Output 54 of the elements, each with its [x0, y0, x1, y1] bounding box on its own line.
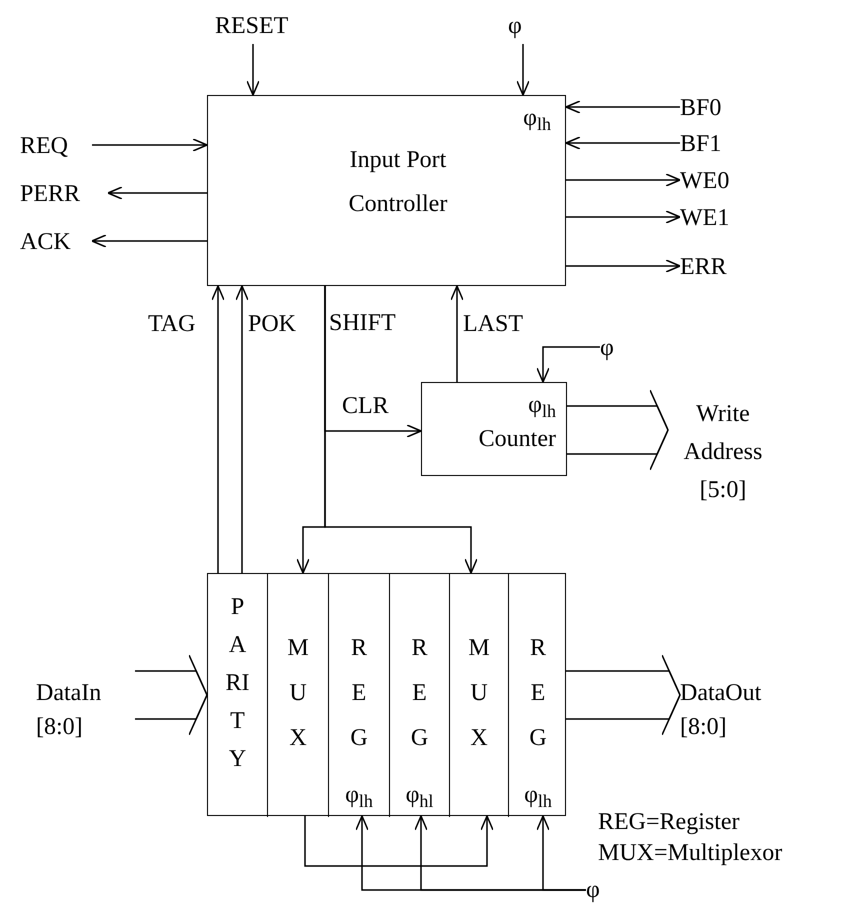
arrow: [566, 259, 681, 273]
counter-box: [421, 382, 567, 476]
signal-label: WE0: [680, 163, 750, 199]
block-title: Input Port Controller: [348, 146, 448, 219]
signal-label: φ: [586, 872, 616, 904]
block-title: MUX: [467, 634, 491, 753]
clock-label: φ$_{lh}$: [528, 391, 556, 422]
signal-label: φ: [600, 330, 630, 366]
arrow: [566, 173, 681, 187]
signal-label: BF0: [680, 90, 744, 126]
bus-arrow: [565, 654, 681, 736]
signal-label: PERR: [20, 176, 108, 212]
signal-label: WE1: [680, 200, 750, 236]
arrow: [566, 210, 681, 224]
arrow: [107, 186, 207, 200]
note-text: MUX=Multiplexor: [598, 839, 782, 868]
bus-arrow: [134, 654, 208, 736]
arrow: [565, 100, 680, 114]
arrow: [304, 815, 494, 867]
signal-label: DataOut [8:0]: [680, 676, 790, 746]
bus-arrow: [566, 389, 669, 471]
arrow: [516, 44, 530, 96]
block-title: MUX: [286, 634, 310, 753]
arrow: [536, 815, 586, 891]
block-title: Counter: [478, 425, 556, 454]
arrow: [536, 346, 600, 383]
arrow: [235, 285, 249, 573]
signal-label: BF1: [680, 126, 744, 162]
block-title: REG: [410, 634, 430, 753]
block-title: REG: [349, 634, 369, 753]
arrow: [246, 44, 260, 96]
arrow: [565, 136, 680, 150]
arrow: [450, 285, 464, 382]
signal-label: ACK: [20, 224, 92, 260]
arrow: [92, 138, 208, 152]
clock-label: φ$_{hl}$: [404, 781, 434, 812]
arrow: [91, 234, 207, 248]
block-title: PARITY: [226, 593, 250, 774]
signal-label: Write Address [5:0]: [668, 395, 778, 511]
controller-box: [207, 95, 566, 286]
datapath-box: [207, 573, 566, 816]
clock-label: φ$_{lh}$: [344, 781, 374, 812]
signal-label: RESET: [215, 8, 305, 44]
clock-label: φ$_{lh}$: [523, 781, 553, 812]
clock-label: φ$_{lh}$: [523, 104, 551, 136]
signal-label: ERR: [680, 249, 744, 285]
note-text: REG=Register: [598, 808, 740, 837]
signal-label: DataIn [8:0]: [36, 676, 135, 746]
arrow: [211, 285, 225, 573]
signal-label: φ: [508, 8, 538, 44]
signal-label: SHIFT: [329, 309, 396, 338]
arrow: [324, 286, 422, 438]
block-title: REG: [528, 634, 548, 753]
signal-label: REQ: [20, 128, 92, 164]
